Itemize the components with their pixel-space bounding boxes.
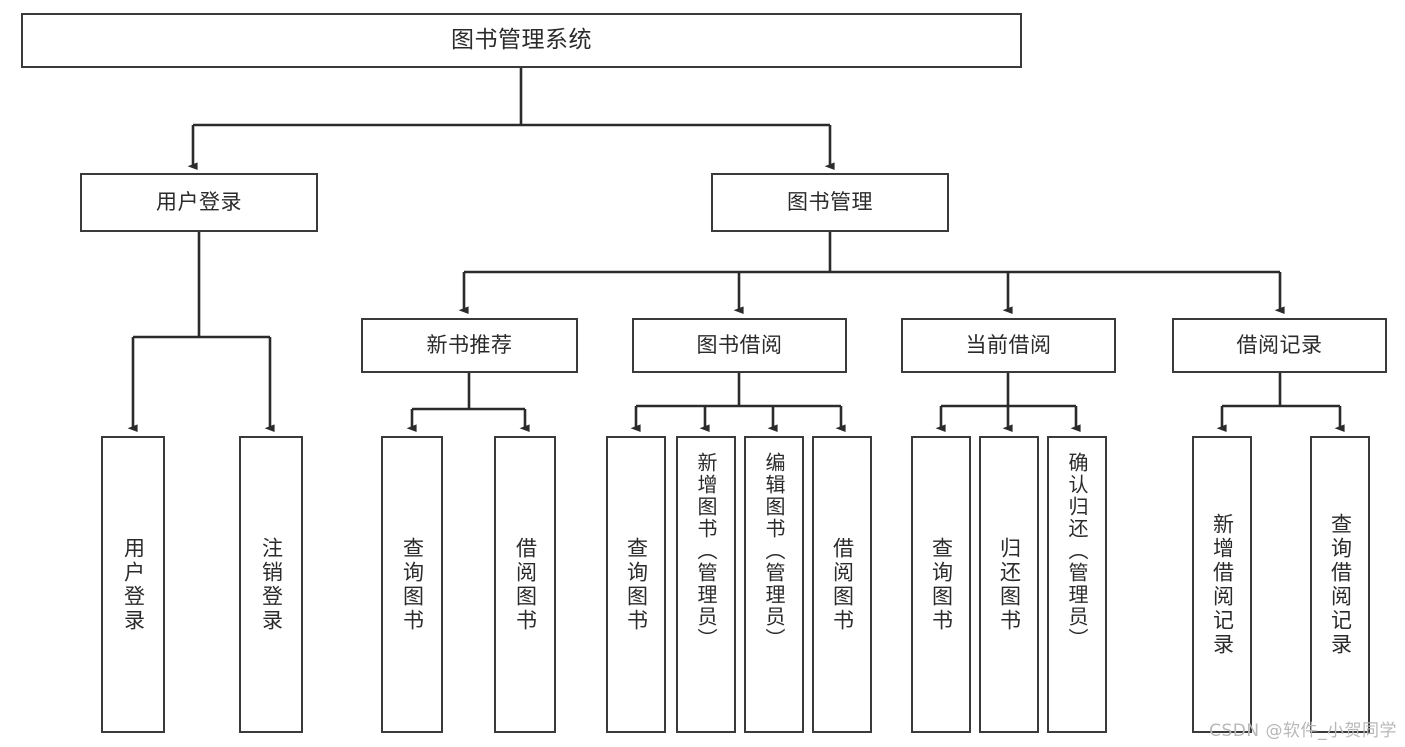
leaf-query-book-1[interactable]: 查询图书 (381, 436, 443, 733)
leaf-add-book-label: 新增图书（管理员） (694, 452, 718, 650)
node-root[interactable]: 图书管理系统 (21, 13, 1022, 68)
node-current-borrow[interactable]: 当前借阅 (901, 318, 1116, 373)
watermark: CSDN @软件_小贺同学 (1209, 721, 1397, 741)
node-book-borrow[interactable]: 图书借阅 (632, 318, 847, 373)
node-user-login-label: 用户登录 (156, 190, 242, 215)
leaf-confirm-return[interactable]: 确认归还（管理员） (1047, 436, 1107, 733)
leaf-add-book[interactable]: 新增图书（管理员） (676, 436, 736, 733)
leaf-query-record-label: 查询借阅记录 (1328, 512, 1353, 657)
node-new-book-recommend-label: 新书推荐 (426, 333, 513, 358)
leaf-query-book-2[interactable]: 查询图书 (606, 436, 666, 733)
leaf-borrow-book-1-label: 借阅图书 (513, 536, 538, 633)
leaf-return-book-label: 归还图书 (997, 536, 1022, 633)
node-root-label: 图书管理系统 (451, 26, 592, 53)
leaf-confirm-return-label: 确认归还（管理员） (1065, 452, 1089, 650)
node-book-borrow-label: 图书借阅 (696, 333, 783, 358)
node-book-manage-label: 图书管理 (787, 190, 873, 215)
leaf-edit-book-label: 编辑图书（管理员） (762, 452, 786, 650)
leaf-borrow-book-2[interactable]: 借阅图书 (812, 436, 872, 733)
node-borrow-record[interactable]: 借阅记录 (1172, 318, 1387, 373)
node-new-book-recommend[interactable]: 新书推荐 (361, 318, 578, 373)
leaf-edit-book[interactable]: 编辑图书（管理员） (744, 436, 804, 733)
leaf-query-book-1-label: 查询图书 (400, 536, 425, 633)
node-book-manage[interactable]: 图书管理 (711, 173, 949, 232)
leaf-query-book-3[interactable]: 查询图书 (911, 436, 971, 733)
leaf-add-record-label: 新增借阅记录 (1210, 512, 1235, 657)
leaf-query-book-3-label: 查询图书 (929, 536, 954, 633)
leaf-logout-label: 注销登录 (259, 536, 284, 633)
leaf-borrow-book-2-label: 借阅图书 (830, 536, 855, 633)
node-borrow-record-label: 借阅记录 (1236, 333, 1323, 358)
leaf-logout[interactable]: 注销登录 (239, 436, 303, 733)
leaf-add-record[interactable]: 新增借阅记录 (1192, 436, 1252, 733)
node-current-borrow-label: 当前借阅 (965, 333, 1052, 358)
node-user-login[interactable]: 用户登录 (80, 173, 318, 232)
leaf-borrow-book-1[interactable]: 借阅图书 (494, 436, 556, 733)
leaf-user-login[interactable]: 用户登录 (101, 436, 165, 733)
leaf-return-book[interactable]: 归还图书 (979, 436, 1039, 733)
leaf-query-book-2-label: 查询图书 (624, 536, 649, 633)
leaf-query-record[interactable]: 查询借阅记录 (1310, 436, 1370, 733)
leaf-user-login-label: 用户登录 (121, 536, 146, 633)
